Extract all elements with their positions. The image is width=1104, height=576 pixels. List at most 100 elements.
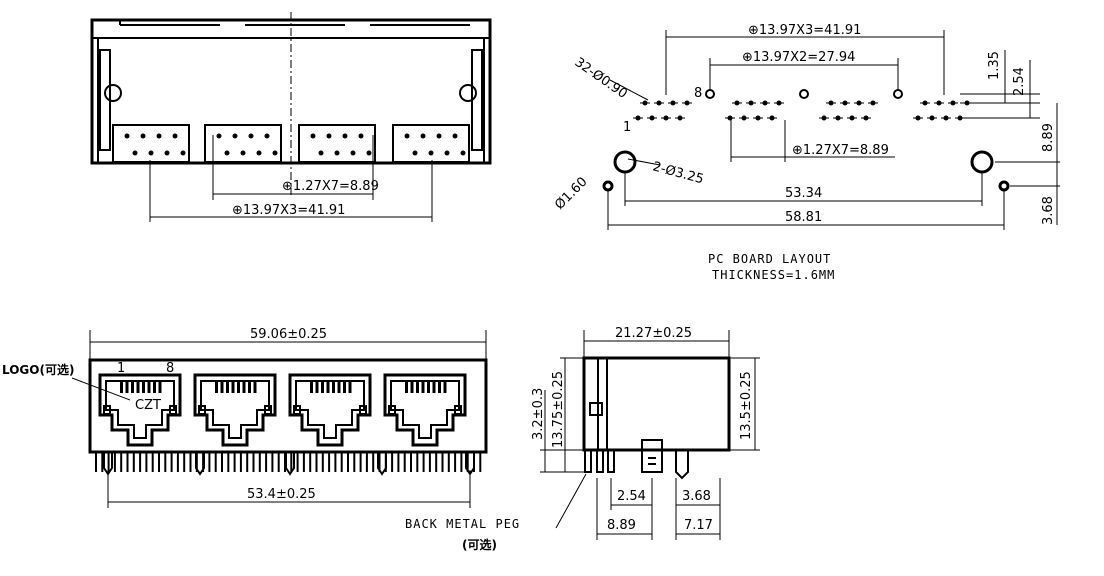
pin-dot (224, 150, 230, 156)
rj45-contact (321, 381, 324, 393)
side-dim-13-75: 13.75±0.25 (551, 371, 566, 448)
top-view: ⊕1.27X7=8.89 ⊕13.97X3=41.91 (90, 12, 492, 222)
side-dim-width: 21.27±0.25 (615, 326, 692, 341)
top-port-group (392, 124, 470, 163)
back-peg-optional: (可选) (462, 537, 497, 552)
rj45-contact (220, 381, 224, 393)
pcb-hole-pattern (633, 100, 972, 121)
pin-dot (412, 150, 418, 156)
side-dim-8-89: 8.89 (607, 518, 636, 533)
rj45-contact (237, 381, 240, 393)
pin-dot (350, 150, 356, 156)
rj45-contact (438, 381, 441, 393)
pin-dot (164, 150, 170, 156)
rj45-contact (158, 381, 162, 393)
pin-dot (172, 133, 178, 139)
pin-dot (264, 133, 270, 139)
pin-dot (272, 150, 278, 156)
rj45-contact (147, 381, 151, 393)
rj45-contact (131, 381, 134, 393)
pin-dot (318, 150, 324, 156)
rj45-contact (432, 381, 436, 393)
large-hole-left (613, 150, 637, 174)
port-led (293, 405, 301, 415)
pcb-holes-small: 32-Ø0.90 (572, 55, 630, 102)
pcb-thickness: THICKNESS=1.6MM (712, 268, 835, 282)
port-led (198, 405, 206, 415)
pin-dot (256, 150, 262, 156)
rj45-contact (343, 381, 346, 393)
pin-dot (132, 150, 138, 156)
rj45-contact (136, 381, 140, 393)
board-lock (285, 452, 295, 476)
front-ports (98, 373, 467, 447)
pcb-pin-1: 1 (623, 120, 631, 135)
side-body (582, 356, 731, 452)
pcb-dim-8-89: ⊕1.27X7=8.89 (792, 143, 889, 158)
rj45-contact (248, 381, 251, 393)
front-pin-1: 1 (117, 361, 125, 376)
port-led (103, 405, 111, 415)
pcb-dim-58-81: 58.81 (785, 210, 822, 225)
rj45-contact (337, 381, 341, 393)
pin-dot (366, 150, 372, 156)
mount-hole-right (459, 84, 477, 102)
rj45-contact (226, 381, 229, 393)
pcb-dim-53-34: 53.34 (785, 186, 822, 201)
port-led (388, 405, 396, 415)
rj45-contact (410, 381, 414, 393)
rj45-port (383, 373, 467, 447)
pin-dot (444, 150, 450, 156)
rj45-contact (215, 381, 218, 393)
logo-text: CZT (135, 398, 161, 413)
rj45-contact (427, 381, 430, 393)
rj45-contact (242, 381, 246, 393)
rj45-port-inner (200, 380, 270, 439)
front-view: 59.06±0.25 LOGO(可选) CZT 1 8 53.4±0.25 (2, 327, 488, 508)
pin-dot (240, 150, 246, 156)
rj45-contact (405, 381, 408, 393)
port-led (264, 405, 272, 415)
mount-hole-left (104, 84, 122, 102)
side-dim-3-68: 3.68 (682, 489, 711, 504)
pin-dot (460, 150, 466, 156)
pin-dot (216, 133, 222, 139)
front-dim-pitch: 53.4±0.25 (247, 487, 316, 502)
pcb-dim-41: ⊕13.97X3=41.91 (748, 23, 861, 38)
front-dim-width: 59.06±0.25 (250, 327, 327, 342)
pcb-pin-8: 8 (694, 86, 702, 101)
pin-dot (436, 133, 442, 139)
pin-dot (404, 133, 410, 139)
front-housing (88, 358, 488, 454)
rj45-contact (253, 381, 257, 393)
pin-dot (124, 133, 130, 139)
pin-dot (428, 150, 434, 156)
side-dim-3-2: 3.2±0.3 (531, 388, 546, 440)
pcb-holes-large: 2-Ø3.25 (651, 159, 705, 187)
side-dim-2-54: 2.54 (617, 489, 646, 504)
top-port-groups (112, 124, 470, 163)
pcb-title: PC BOARD LAYOUT (708, 252, 831, 266)
pin-dot (310, 133, 316, 139)
port-led (169, 405, 177, 415)
rj45-port (193, 373, 277, 447)
rj45-contact (326, 381, 330, 393)
rj45-contact (443, 381, 447, 393)
pin-dot (140, 133, 146, 139)
pcb-layout: ⊕13.97X3=41.91 ⊕13.97X2=27.94 32-Ø0.90 1… (552, 23, 1060, 282)
pcb-dim-2-54: 2.54 (1012, 67, 1027, 96)
pin-dot (232, 133, 238, 139)
rj45-contact (120, 381, 123, 393)
dim-pitch-port: ⊕13.97X3=41.91 (232, 203, 345, 218)
rj45-contact (421, 381, 425, 393)
rj45-contact (125, 381, 129, 393)
pin-dot (248, 133, 254, 139)
board-lock (195, 452, 205, 476)
large-hole-right (970, 150, 994, 174)
rj45-port-inner (295, 380, 365, 439)
pin-dot (358, 133, 364, 139)
front-legs (95, 452, 482, 476)
pcb-dim-1-35: 1.35 (987, 51, 1002, 80)
pin-dot (342, 133, 348, 139)
